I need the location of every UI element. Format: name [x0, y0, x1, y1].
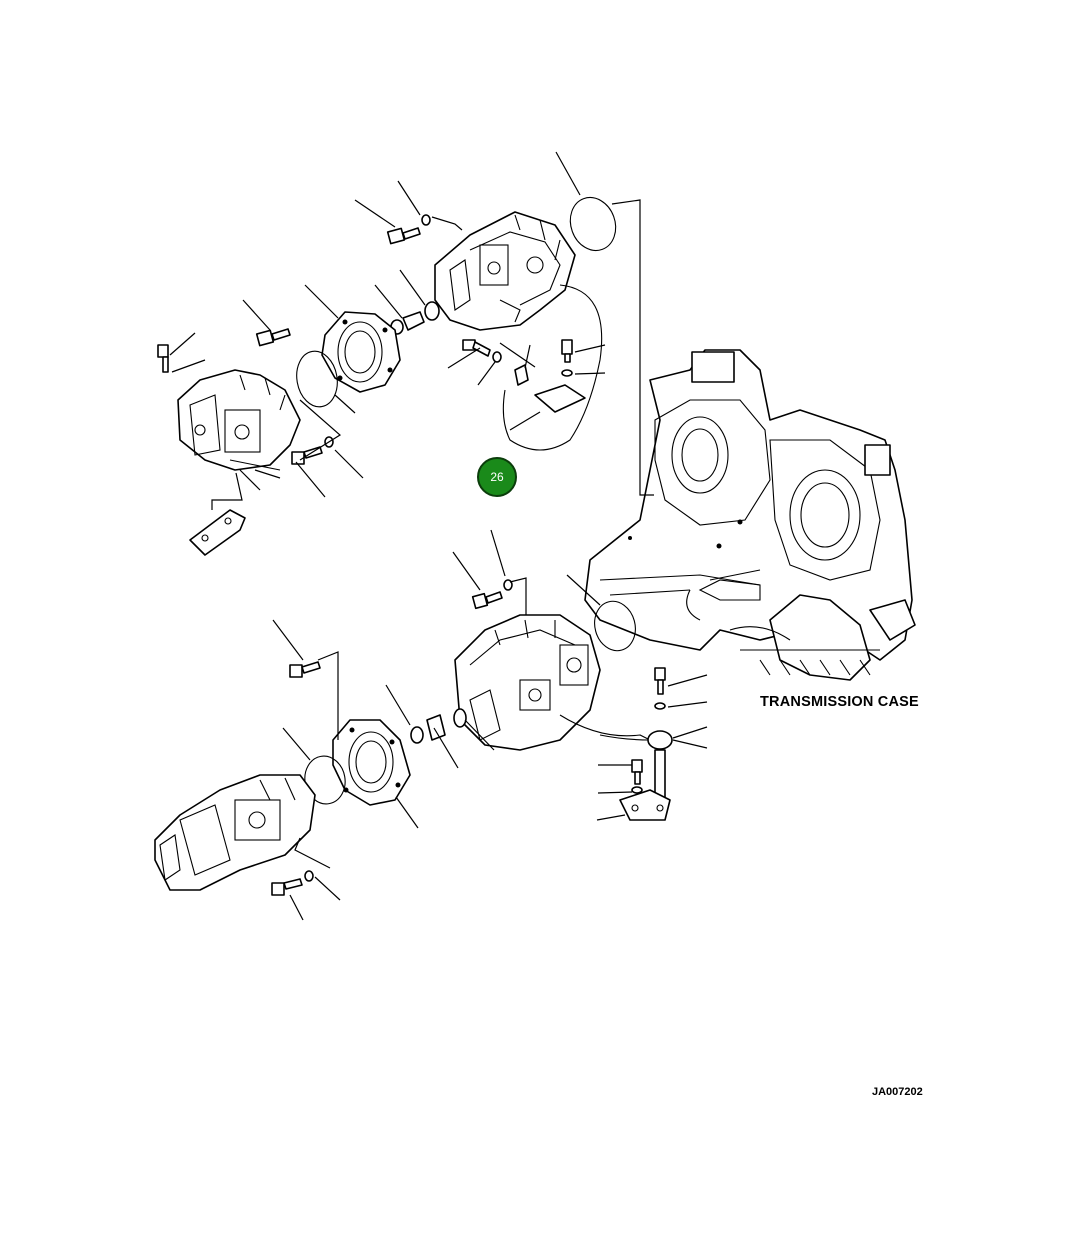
upper-oring: [569, 196, 617, 252]
figure-id-label: JA007202: [872, 1086, 923, 1098]
upper-left-bolt: [255, 328, 291, 347]
lower-pump: [454, 614, 651, 751]
upper-coupling: [390, 301, 440, 335]
lower-left-bolt: [289, 661, 321, 678]
upper-bolt: [386, 214, 431, 245]
lower-bolt: [471, 579, 513, 610]
upper-pump: [434, 211, 576, 331]
sensor-harness: [462, 284, 603, 451]
lower-oring: [594, 600, 636, 652]
lower-coupling: [410, 708, 467, 744]
leader-lines: [169, 151, 708, 921]
upper-oring-small: [296, 350, 338, 408]
lower-left-pump: [154, 774, 316, 891]
transmission-case: [584, 349, 916, 681]
callout-badge[interactable]: 26: [477, 457, 517, 497]
lower-bottom-bolt: [271, 870, 314, 896]
callout-number: 26: [490, 470, 504, 484]
left-bolt-lower: [291, 436, 334, 465]
left-upper-pump: [157, 344, 301, 471]
transmission-case-label: TRANSMISSION CASE: [760, 694, 919, 710]
lower-adapter-flange: [332, 719, 411, 806]
upper-adapter-flange: [321, 311, 401, 393]
left-bracket: [189, 509, 246, 556]
lower-sensor-bracket: [599, 667, 673, 821]
